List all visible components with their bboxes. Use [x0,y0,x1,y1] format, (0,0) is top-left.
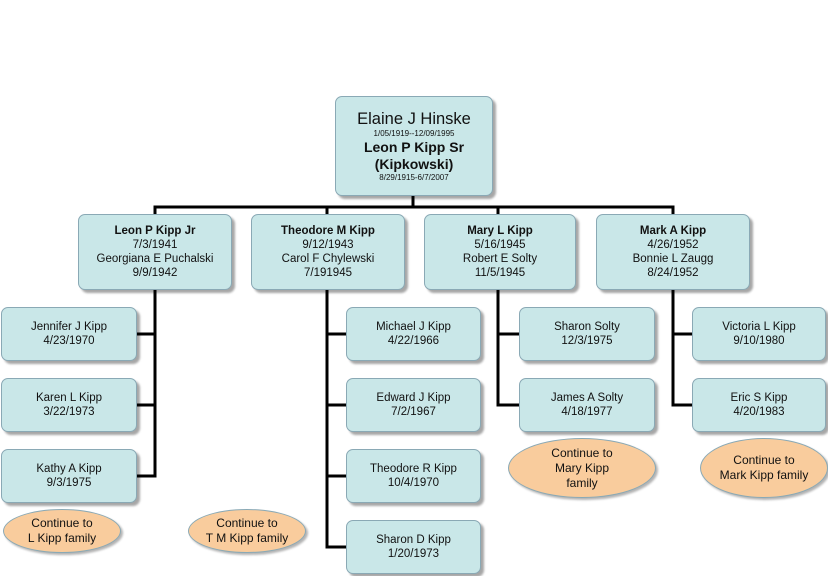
child-name: Sharon D Kipp [376,534,451,546]
child-name: Theodore R Kipp [370,463,457,475]
child-name: Victoria L Kipp [722,321,796,333]
family-head-name: Leon P Kipp Jr [114,225,196,237]
family-spouse-birth: 8/24/1952 [647,267,699,279]
family-spouse-name: Bonnie L Zaugg [632,253,714,265]
continue-family-suffix: family [566,475,598,490]
child-box-edward: Edward J Kipp 7/2/1967 [346,378,481,432]
child-name: James A Solty [550,392,624,404]
continue-link-leon[interactable]: Continue to L Kipp family [3,509,121,553]
family-box-leon: Leon P Kipp Jr 7/3/1941 Georgiana E Puch… [78,214,232,290]
continue-link-theodore[interactable]: Continue to T M Kipp family [188,509,306,553]
child-name: Kathy A Kipp [36,463,102,475]
continue-link-mark[interactable]: Continue to Mark Kipp family [700,438,828,498]
family-box-mary: Mary L Kipp 5/16/1945 Robert E Solty 11/… [424,214,576,290]
continue-family: Mary Kipp [554,460,610,475]
child-birth: 1/20/1973 [387,548,440,560]
child-name: Karen L Kipp [35,392,103,404]
continue-text: Continue to [31,516,93,530]
family-head-name: Mary L Kipp [467,225,533,237]
child-box-james: James A Solty 4/18/1977 [519,378,655,432]
family-head-birth: 9/12/1943 [302,239,354,251]
child-box-eric: Eric S Kipp 4/20/1983 [692,378,826,432]
continue-text: Continue to [733,453,795,467]
family-head-name: Mark A Kipp [639,225,707,237]
child-birth: 4/23/1970 [43,335,95,347]
child-box-jennifer: Jennifer J Kipp 4/23/1970 [1,307,137,361]
family-spouse-birth: 7/191945 [304,267,352,279]
child-birth: 4/22/1966 [387,335,440,347]
family-spouse-name: Georgiana E Puchalski [96,253,214,265]
family-box-theodore: Theodore M Kipp 9/12/1943 Carol F Chylew… [251,214,405,290]
root-dates: 1/05/1919--12/09/1995 [373,129,455,138]
child-name: Eric S Kipp [730,392,788,404]
child-birth: 9/10/1980 [733,335,785,347]
root-couple-box: Elaine J Hinske 1/05/1919--12/09/1995 Le… [335,96,493,196]
child-box-sharon-solty: Sharon Solty 12/3/1975 [519,307,655,361]
child-box-michael: Michael J Kipp 4/22/1966 [346,307,481,361]
root-spouse-alias: (Kipkowski) [374,156,454,172]
family-spouse-birth: 9/9/1942 [132,267,178,279]
child-name: Sharon Solty [554,321,620,333]
child-birth: 7/2/1967 [391,406,436,418]
child-name: Michael J Kipp [376,321,451,333]
root-name: Elaine J Hinske [357,110,471,128]
child-name: Edward J Kipp [376,392,451,404]
continue-family: Mark Kipp family [719,468,809,482]
family-spouse-name: Carol F Chylewski [281,253,375,265]
continue-text: Continue to [551,445,613,460]
child-box-theodore-r: Theodore R Kipp 10/4/1970 [346,449,481,503]
family-spouse-name: Robert E Solty [462,253,538,265]
family-head-name: Theodore M Kipp [281,225,375,237]
child-birth: 12/3/1975 [561,335,613,347]
child-birth: 9/3/1975 [46,477,92,489]
child-birth: 4/20/1983 [733,406,785,418]
family-head-birth: 4/26/1952 [647,239,699,251]
root-spouse-name: Leon P Kipp Sr [363,139,465,155]
continue-link-mary[interactable]: Continue to Mary Kipp family [508,438,656,498]
continue-family: T M Kipp family [205,531,289,545]
child-box-kathy: Kathy A Kipp 9/3/1975 [1,449,137,503]
root-spouse-dates: 8/29/1915-6/7/2007 [379,173,449,182]
child-name: Jennifer J Kipp [30,321,108,333]
continue-family: L Kipp family [27,531,97,545]
child-box-sharon-d: Sharon D Kipp 1/20/1973 [346,520,481,574]
child-birth: 10/4/1970 [387,477,440,489]
child-birth: 4/18/1977 [561,406,613,418]
continue-text: Continue to [216,516,278,530]
child-box-victoria: Victoria L Kipp 9/10/1980 [692,307,826,361]
family-spouse-birth: 11/5/1945 [474,267,526,279]
family-head-birth: 7/3/1941 [132,239,178,251]
child-birth: 3/22/1973 [43,406,95,418]
family-head-birth: 5/16/1945 [474,239,526,251]
child-box-karen: Karen L Kipp 3/22/1973 [1,378,137,432]
family-box-mark: Mark A Kipp 4/26/1952 Bonnie L Zaugg 8/2… [596,214,750,290]
